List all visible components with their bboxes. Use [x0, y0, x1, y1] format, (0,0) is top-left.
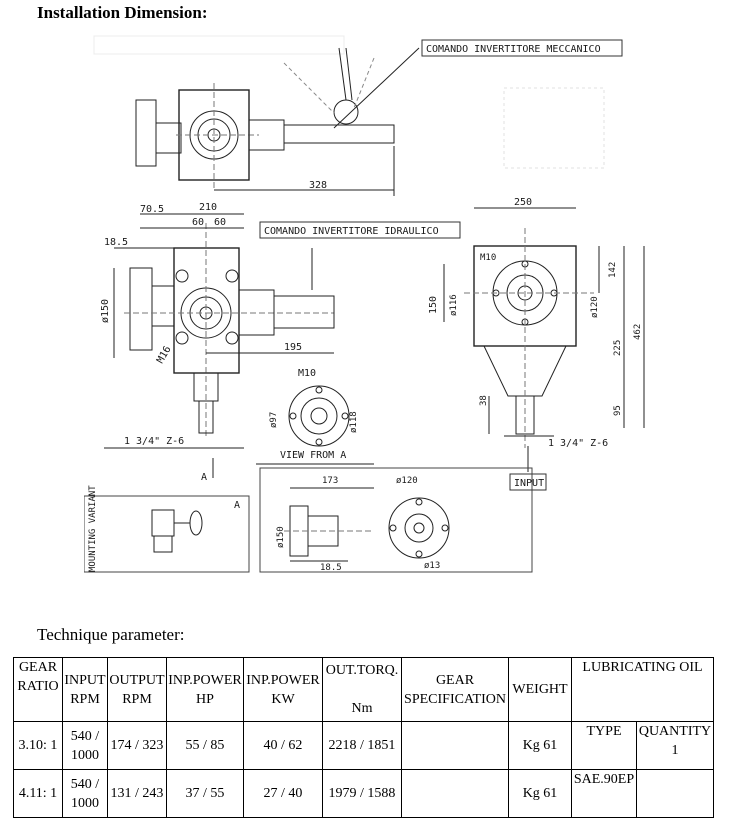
header-text: GEAR [18, 660, 58, 675]
top-view [135, 39, 623, 196]
cell-input-rpm: 540 / 1000 [62, 721, 108, 770]
cell-weight: Kg 61 [508, 769, 572, 818]
header-text: KW [271, 691, 295, 707]
cell-text: 540 / [70, 776, 100, 792]
dim-116: ø116 [449, 294, 459, 316]
cell-ratio: 3.10: 1 [13, 721, 63, 770]
dim-118: ø118 [349, 411, 359, 433]
dim-250: 250 [514, 197, 532, 208]
dim-95: 95 [613, 405, 623, 416]
header-text: INPUT [64, 672, 106, 688]
technique-label: Technique parameter: [37, 625, 185, 644]
dim-97: ø97 [269, 412, 279, 428]
cell-oil-quantity-empty [636, 769, 714, 818]
drawing-svg: COMANDO INVERTITORE MECCANICO 328 210 70… [84, 35, 645, 573]
cell-text: 540 / [70, 728, 100, 744]
cell-text: 1000 [71, 795, 99, 811]
header-text: Nm [351, 701, 373, 716]
dim-225: 225 [613, 340, 623, 356]
callout-mechanical: COMANDO INVERTITORE MECCANICO [426, 44, 601, 55]
cell-output-rpm: 131 / 243 [107, 769, 167, 818]
dim-m10-flange: M10 [298, 368, 316, 379]
dim-60-a: 60 [192, 217, 204, 228]
dim-70-5: 70.5 [140, 204, 164, 215]
cell-text: 1000 [71, 747, 99, 763]
dim-60-b: 60 [214, 217, 226, 228]
table-row: 3.10: 1 540 / 1000 174 / 323 55 / 85 40 … [13, 721, 714, 770]
dim-150-bottom: ø150 [276, 526, 286, 548]
page-heading: Installation Dimension: [37, 3, 208, 22]
dim-120-bottom: ø120 [396, 476, 418, 486]
view-from-a [256, 385, 374, 465]
dim-m16: M16 [155, 344, 174, 365]
header-output-rpm: OUTPUT RPM [107, 657, 167, 722]
side-view [443, 207, 645, 491]
callout-hydraulic: COMANDO INVERTITORE IDRAULICO [264, 226, 439, 237]
cell-kw: 40 / 62 [243, 721, 323, 770]
header-text: INP.POWER [246, 672, 320, 688]
variant-drawing [259, 467, 533, 573]
mounting-variant-box [84, 495, 250, 573]
cell-hp: 37 / 55 [166, 769, 244, 818]
cell-hp: 55 / 85 [166, 721, 244, 770]
cell-input-rpm: 540 / 1000 [62, 769, 108, 818]
dim-1-3-4-right: 1 3/4" Z-6 [548, 438, 608, 449]
header-row: GEAR RATIO INPUT RPM OUTPUT RPM INP.POWE… [13, 657, 714, 722]
header-text: RPM [122, 691, 152, 707]
dim-462: 462 [633, 324, 643, 340]
dim-150-left: ø150 [100, 299, 111, 323]
label-a-box: A [234, 500, 240, 511]
header-gear-spec: GEAR SPECIFICATION [401, 657, 509, 722]
cell-text: 1 [671, 743, 679, 758]
cell-torque: 1979 / 1588 [322, 769, 402, 818]
header-weight: WEIGHT [508, 657, 572, 722]
dim-195: 195 [284, 342, 302, 353]
header-input-rpm: INPUT RPM [62, 657, 108, 722]
installation-drawing: COMANDO INVERTITORE MECCANICO 328 210 70… [84, 28, 656, 578]
cell-torque: 2218 / 1851 [322, 721, 402, 770]
header-text: OUT.TORQ. [325, 663, 399, 678]
header-gear-ratio: GEAR RATIO [13, 657, 63, 722]
cell-output-rpm: 174 / 323 [107, 721, 167, 770]
cell-spec [401, 721, 509, 770]
dim-120-right: ø120 [590, 296, 600, 318]
cell-oil-type: SAE.90EP [571, 769, 637, 818]
header-inp-power-hp: INP.POWER HP [166, 657, 244, 722]
dim-13: ø13 [424, 561, 440, 571]
label-a-arrow: A [201, 472, 207, 483]
input-label: INPUT [514, 478, 544, 489]
cell-oil-quantity: QUANTITY 1 [636, 721, 714, 770]
cell-text: QUANTITY [638, 724, 712, 739]
cell-oil-type-label: TYPE [571, 721, 637, 770]
dim-m10-right: M10 [480, 253, 496, 263]
dim-328: 328 [309, 180, 327, 191]
header-text: RATIO [17, 679, 59, 694]
cell-ratio: 4.11: 1 [13, 769, 63, 818]
header-text: SPECIFICATION [404, 691, 506, 707]
front-view [104, 213, 461, 478]
dim-150-right: 150 [428, 296, 439, 314]
mounting-variant-label: MOUNTING VARIANT [88, 485, 98, 572]
header-text: INP.POWER [168, 672, 242, 688]
header-text: RPM [70, 691, 100, 707]
header-inp-power-kw: INP.POWER KW [243, 657, 323, 722]
view-from-a-label: VIEW FROM A [280, 450, 346, 461]
dim-142: 142 [608, 262, 618, 278]
cell-spec [401, 769, 509, 818]
cell-kw: 27 / 40 [243, 769, 323, 818]
technique-parameter-table: GEAR RATIO INPUT RPM OUTPUT RPM INP.POWE… [13, 657, 714, 818]
dim-1-3-4-left: 1 3/4" Z-6 [124, 436, 184, 447]
dim-18-5-top: 18.5 [104, 237, 128, 248]
dim-38: 38 [479, 395, 489, 406]
header-text: GEAR [435, 672, 475, 688]
dim-210: 210 [199, 202, 217, 213]
header-text: HP [196, 691, 214, 707]
header-out-torque: OUT.TORQ. Nm [322, 657, 402, 722]
dim-18-5-bottom: 18.5 [320, 563, 342, 573]
cell-weight: Kg 61 [508, 721, 572, 770]
table-row: 4.11: 1 540 / 1000 131 / 243 37 / 55 27 … [13, 769, 714, 818]
header-lubricating-oil: LUBRICATING OIL [571, 657, 714, 722]
header-text: OUTPUT [109, 672, 165, 688]
dim-173: 173 [322, 476, 338, 486]
